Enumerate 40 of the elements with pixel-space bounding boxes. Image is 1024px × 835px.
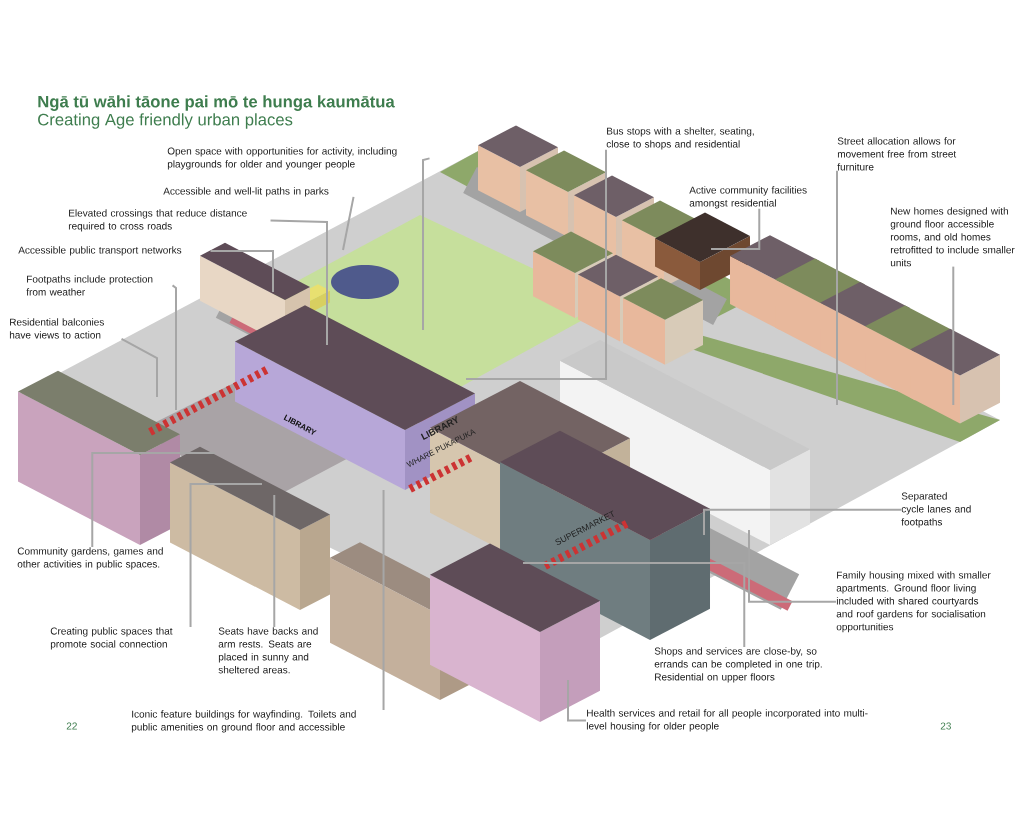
leader-line: [710, 207, 761, 250]
leader-line: [91, 452, 216, 548]
callout-text: New homes designed with ground floor accessible rooms, and old homes retrofitted to include smaller units: [890, 207, 1015, 267]
callout-text: Shops and services are close-by, so errands can be completed in one trip. Residential on upper floors: [654, 647, 822, 683]
leader-line: [342, 195, 355, 251]
callout-text: Iconic feature buildings for wayfinding. Toilets and public amenities on ground floor and accessible: [131, 710, 356, 733]
callout-text: Creating public spaces that promote social connection: [50, 627, 173, 650]
leader-line: [567, 679, 587, 722]
leader-line: [171, 284, 177, 411]
callout-text: Active community facilities amongst residential: [689, 186, 807, 209]
callout-text: Health services and retail for all people incorporated into multi-level housing for older people: [586, 709, 868, 732]
callout-text: Accessible and well-lit paths in parks: [163, 187, 329, 197]
leader-line: [748, 529, 837, 603]
leader-line: [189, 483, 263, 628]
callout-text: Street allocation allows for movement free from street furniture: [837, 137, 957, 171]
leader-line: [209, 249, 274, 293]
callout-text: Footpaths include protection from weather: [26, 275, 153, 296]
page-number: 23: [940, 722, 951, 730]
leader-line: [952, 265, 955, 406]
callout-text: Residential balconies have views to action: [9, 318, 104, 339]
leader-line: [382, 489, 385, 711]
callout-text: Separated cycle lanes and footpaths: [901, 492, 971, 528]
page-number: 22: [66, 722, 77, 730]
callout-text: Elevated crossings that reduce distance required to cross roads: [68, 209, 247, 232]
leader-line: [273, 494, 276, 628]
callout-text: Bus stops with a shelter, seating, close to shops and residential: [606, 127, 754, 150]
leader-line: [269, 219, 328, 346]
leader-line: [465, 148, 607, 380]
callout-text: Community gardens, games and other activities in public spaces.: [17, 547, 163, 570]
callout-text: Accessible public transport networks: [18, 246, 182, 256]
subtitle: Creating Age friendly urban places: [38, 113, 293, 129]
leader-line: [120, 337, 158, 398]
callout-text: Seats have backs and arm rests. Seats are placed in sunny and sheltered areas.: [218, 627, 318, 674]
leader-line: [836, 169, 838, 406]
leader-line: [522, 562, 746, 648]
title: Ngā tū wāhi tāone pai mō te hunga kaumātua: [38, 95, 395, 111]
leader-line: [703, 508, 902, 536]
callout-text: Open space with opportunities for activity, including playgrounds for older and younger people: [167, 147, 397, 170]
callout-text: Family housing mixed with smaller apartments. Ground floor living included with shared courtyards and roof gardens for socialisation opportunities: [836, 571, 991, 633]
leader-line: [422, 157, 431, 331]
